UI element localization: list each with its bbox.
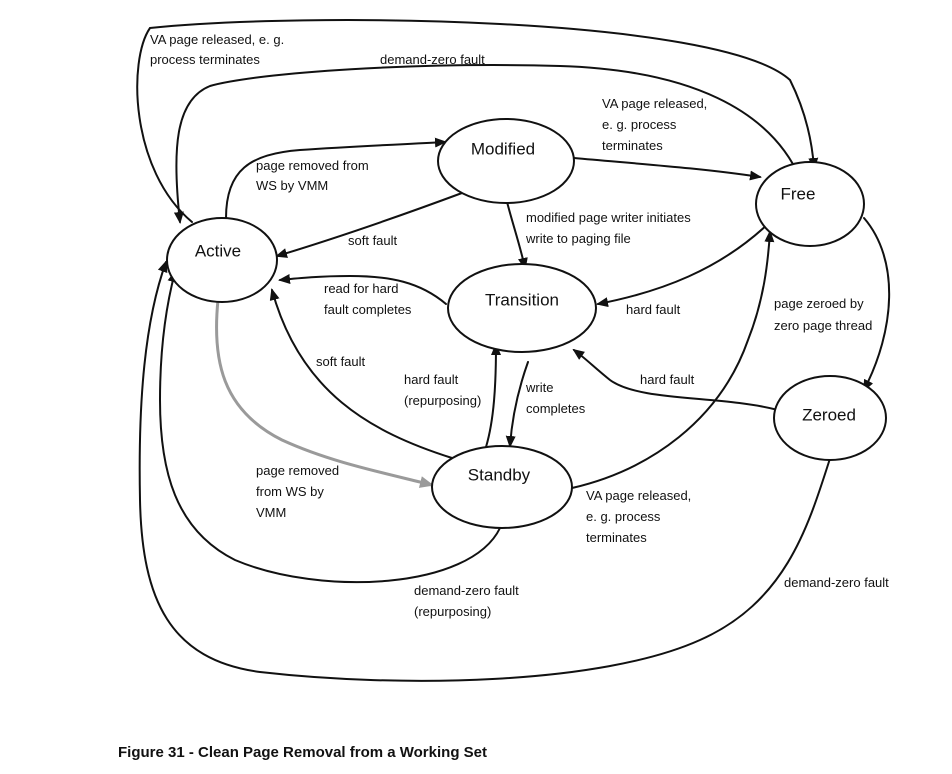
edge-active-to-free [136, 19, 819, 223]
state-modified: Modified [437, 118, 575, 204]
state-label-transition: Transition [485, 290, 559, 309]
edge-label-zeroed-to-transition: hard fault [640, 372, 695, 387]
edge-label-standby-to-active-demand-zero: demand-zero fault (repurposing) [414, 583, 522, 619]
edge-standby-to-transition [485, 343, 501, 448]
state-label-free: Free [781, 184, 816, 203]
state-label-modified: Modified [471, 139, 535, 158]
figure-caption: Figure 31 - Clean Page Removal from a Wo… [118, 744, 487, 761]
state-zeroed: Zeroed [773, 375, 887, 461]
edge-modified-to-free [573, 157, 762, 181]
edge-label-free-to-zeroed: page zeroed by zero page thread [774, 296, 872, 333]
edge-label-transition-to-standby: write completes [525, 380, 586, 416]
edge-active-to-standby [215, 298, 434, 488]
state-transition: Transition [447, 263, 597, 353]
edge-label-active-to-standby: page removed from WS by VMM [256, 463, 343, 520]
edge-zeroed-to-transition [572, 348, 779, 411]
edge-label-active-to-free: VA page released, e. g. process terminat… [150, 32, 288, 67]
edge-label-active-to-modified: page removed from WS by VMM [256, 158, 372, 193]
edge-zeroed-to-active [138, 260, 835, 682]
state-label-standby: Standby [468, 465, 531, 484]
state-label-active: Active [195, 241, 241, 260]
edge-free-to-transition [596, 221, 771, 308]
state-active: Active [166, 217, 278, 303]
edge-label-modified-to-free: VA page released, e. g. process terminat… [602, 96, 711, 153]
edge-free-to-active [173, 64, 801, 224]
state-standby: Standby [431, 445, 573, 529]
edge-label-standby-to-transition: hard fault (repurposing) [404, 372, 481, 408]
edge-transition-to-standby [505, 361, 529, 448]
edge-label-modified-to-transition: modified page writer initiates write to … [525, 210, 694, 246]
edge-label-free-to-transition: hard fault [626, 302, 681, 317]
edge-standby-to-active-demand-zero [158, 270, 501, 584]
edge-standby-to-free [571, 230, 775, 489]
edge-transition-to-active [278, 274, 447, 305]
edge-label-zeroed-to-active: demand-zero fault [784, 575, 889, 590]
edge-label-free-to-active: demand-zero fault [380, 52, 485, 67]
edge-label-standby-to-active: soft fault [316, 354, 366, 369]
edge-free-to-zeroed [863, 217, 891, 392]
state-label-zeroed: Zeroed [802, 405, 856, 424]
state-free: Free [755, 161, 865, 247]
edge-label-standby-to-free: VA page released, e. g. process terminat… [586, 488, 695, 545]
edge-label-transition-to-active: read for hard fault completes [324, 281, 412, 317]
edge-modified-to-transition [505, 197, 528, 270]
edge-modified-to-active [275, 192, 463, 258]
edge-active-to-modified [225, 137, 447, 219]
edge-standby-to-active [269, 288, 453, 459]
edge-label-modified-to-active: soft fault [348, 233, 398, 248]
